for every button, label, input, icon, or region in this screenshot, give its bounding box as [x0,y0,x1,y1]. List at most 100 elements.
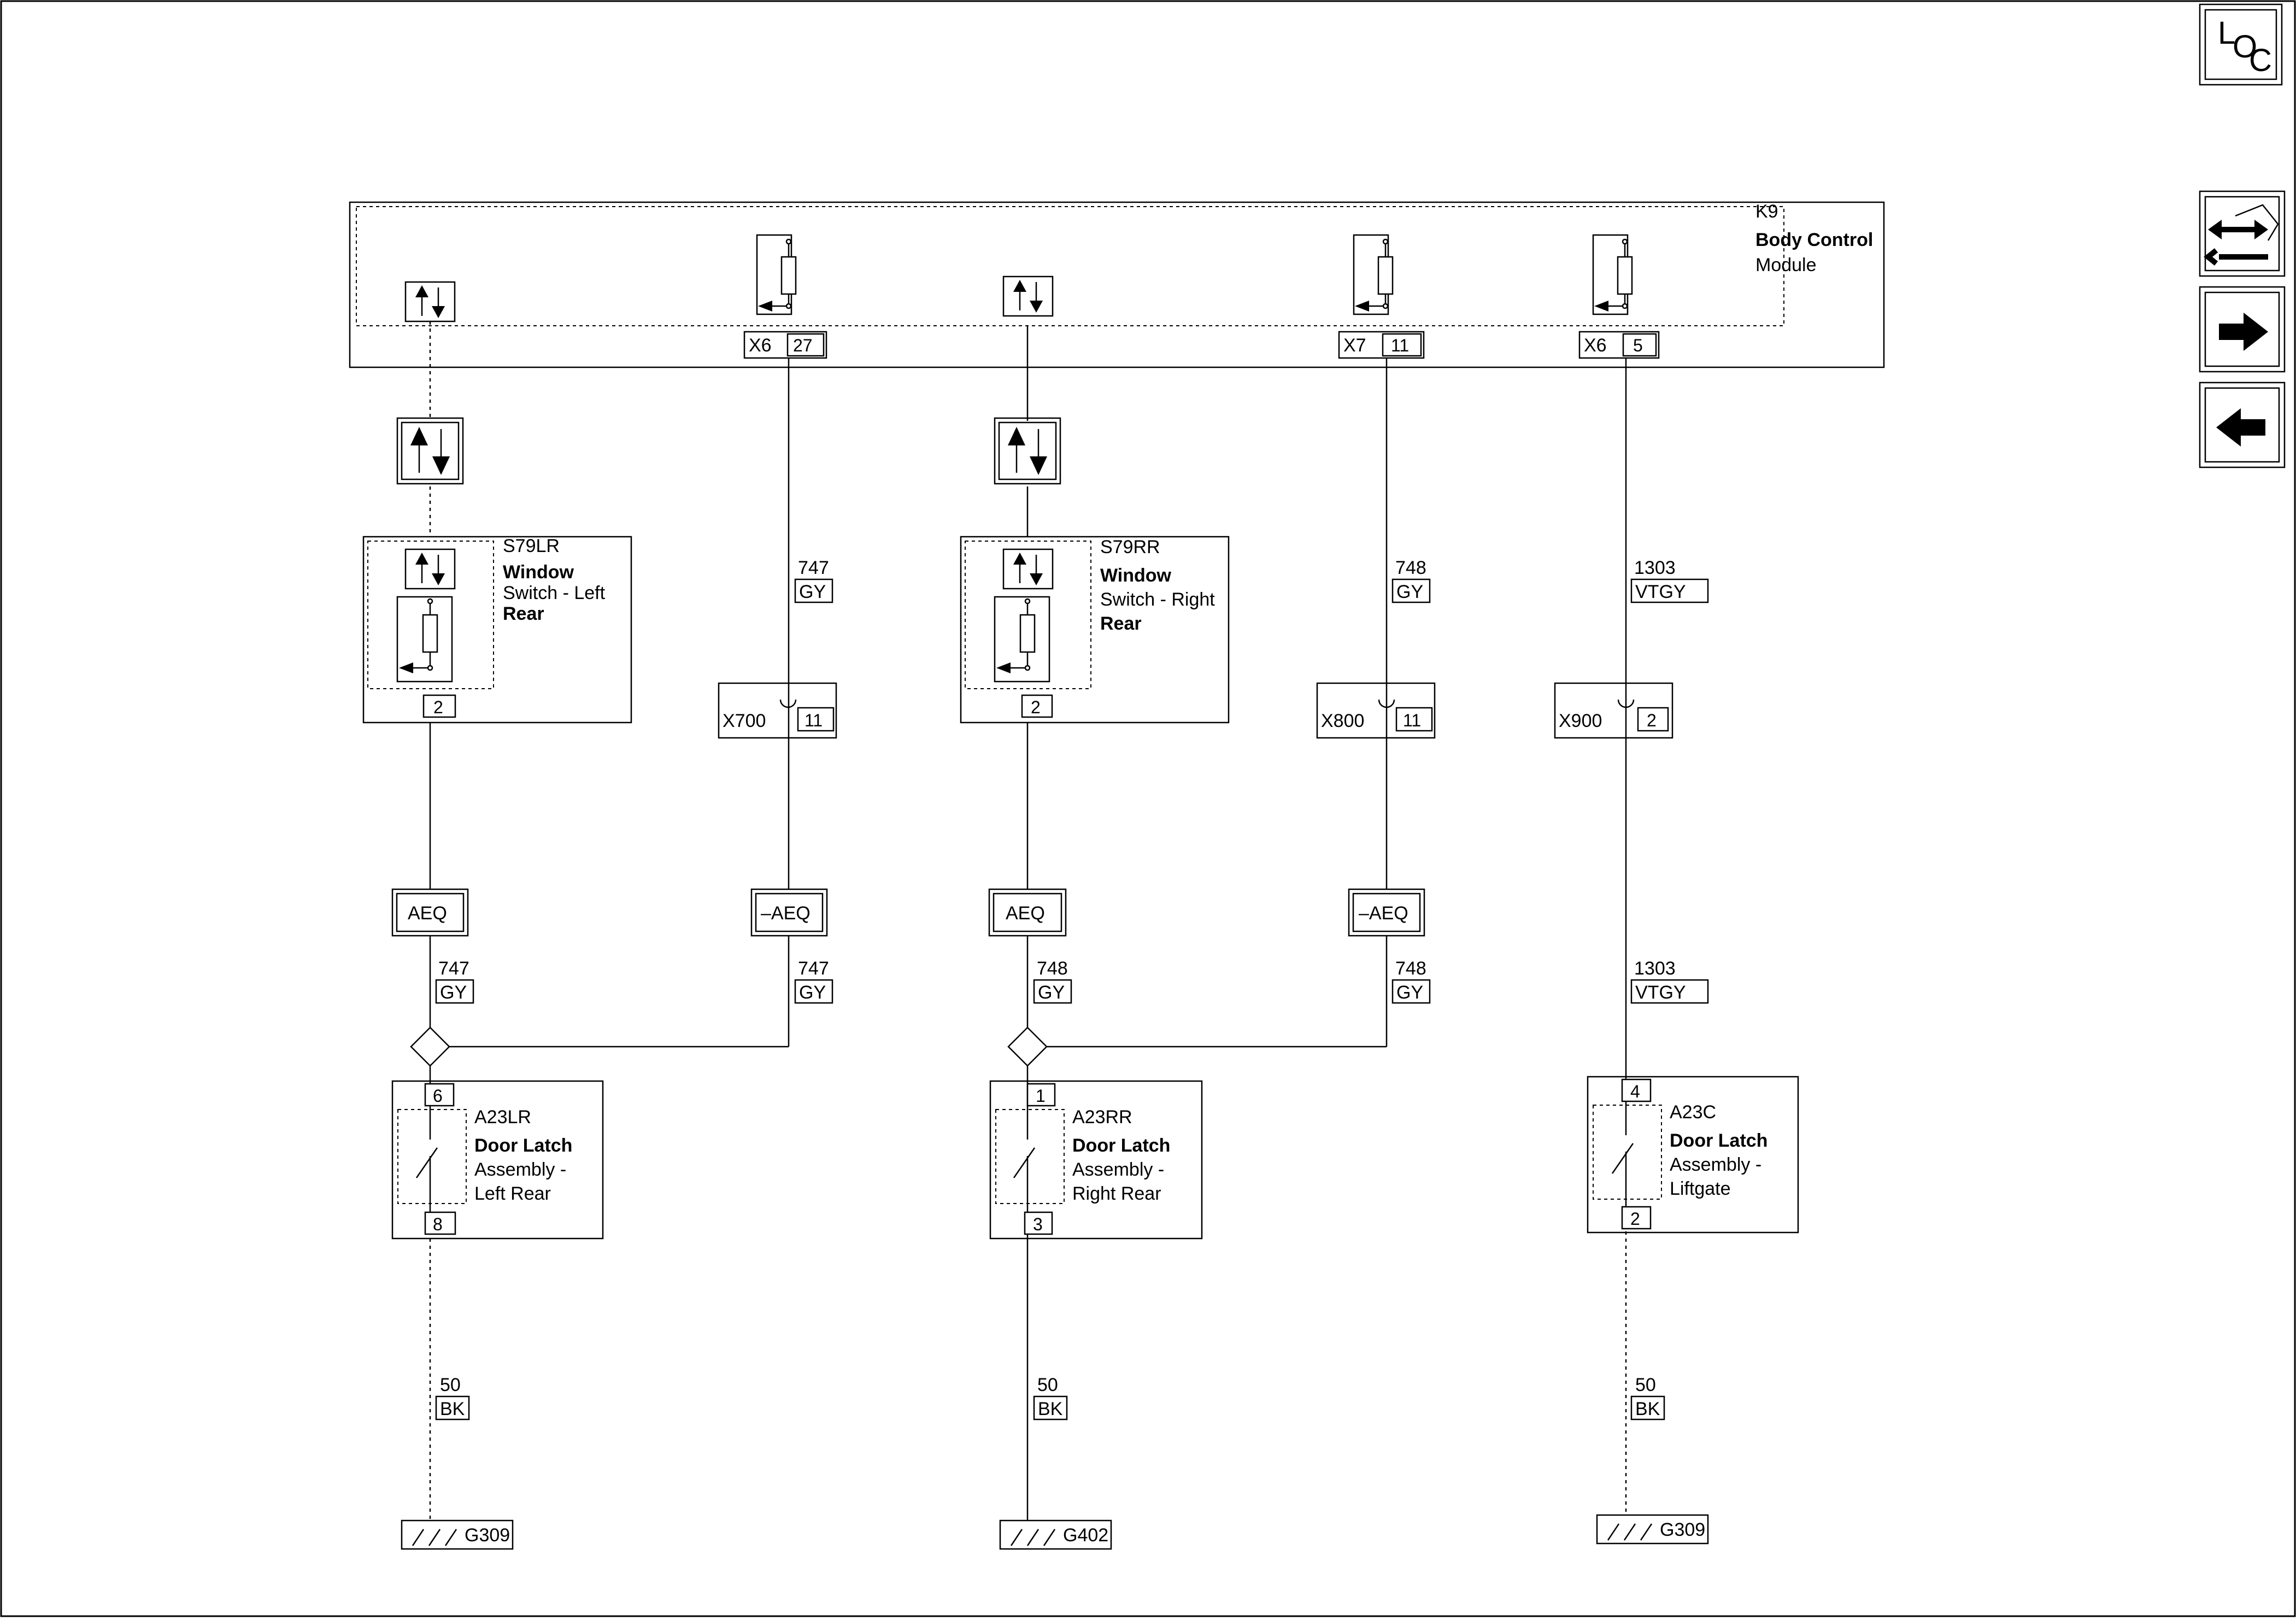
svg-text:1303: 1303 [1634,557,1676,578]
inline-connector-x700: X700 11 [718,682,837,739]
loc-letter-o: O [2233,29,2257,64]
svg-text:3: 3 [1033,1214,1043,1234]
svg-text:GY: GY [799,982,826,1003]
wire-label-50-right: 50 BK [1630,1375,1665,1421]
module-name-line1: Body Control [1755,230,1873,250]
inline-connector-x800: X800 11 [1316,682,1436,739]
svg-text:50: 50 [1635,1375,1656,1395]
svg-text:748: 748 [1395,557,1426,578]
svg-text:GY: GY [1038,982,1065,1003]
wire-label-747-upper: 747 GY [794,557,833,603]
wires [429,321,1627,1521]
svg-text:1303: 1303 [1634,958,1676,979]
serial-data-symbol-2 [994,417,1061,485]
svg-text:Switch - Left: Switch - Left [503,583,606,603]
svg-text:VTGY: VTGY [1635,582,1686,602]
svg-text:747: 747 [798,958,829,979]
next-page-button[interactable] [2199,286,2286,373]
option-box-not-aeq-2: –AEQ [1348,888,1425,937]
input-resistor-x6-27 [756,234,797,315]
arrow-left-icon [2216,408,2265,447]
svg-text:Door Latch: Door Latch [1670,1130,1767,1151]
svg-text:GY: GY [799,582,826,602]
svg-text:GY: GY [440,982,467,1003]
switch-ref: S79LR [503,536,560,556]
svg-text:Window: Window [503,562,574,583]
svg-text:50: 50 [1037,1375,1058,1395]
splice-right [1007,1026,1048,1067]
ground-g402: G402 [999,1519,1112,1550]
loc-letter-c: C [2249,43,2272,78]
svg-text:4: 4 [1630,1082,1640,1101]
serial-data-symbol-right [1002,275,1054,317]
svg-text:8: 8 [433,1214,443,1234]
input-resistor-x6-5 [1592,234,1633,315]
serial-data-symbol-1 [396,417,464,485]
svg-text:11: 11 [1403,711,1421,730]
svg-text:Liftgate: Liftgate [1670,1178,1731,1199]
serial-data-symbol-left [404,281,456,322]
svg-text:Left Rear: Left Rear [474,1183,551,1204]
ground-g309-right: G309 [1596,1514,1709,1545]
svg-text:Switch - Right: Switch - Right [1100,589,1215,610]
ground-g309-left: G309 [401,1519,514,1550]
svg-text:Right Rear: Right Rear [1072,1183,1161,1204]
svg-text:–AEQ: –AEQ [761,903,811,924]
wire-label-748-lower-right: 748 GY [1391,958,1431,1004]
wire-label-747-lower-right: 747 GY [794,958,833,1004]
svg-text:2: 2 [1647,711,1657,730]
svg-text:X7: X7 [1343,335,1366,356]
svg-text:50: 50 [440,1375,461,1395]
svg-text:6: 6 [433,1086,443,1106]
svg-text:BK: BK [1038,1399,1063,1419]
switch-pin: 2 [433,697,443,717]
window-switch-right-rear: S79RR Window Switch - Right Rear 2 [960,536,1230,724]
svg-text:Assembly -: Assembly - [474,1159,566,1180]
svg-text:A23RR: A23RR [1072,1107,1132,1128]
svg-text:748: 748 [1395,958,1426,979]
svg-text:X6: X6 [749,335,772,356]
connector-x6-5: X6 5 [1578,331,1660,359]
svg-text:AEQ: AEQ [408,903,447,924]
wire-label-1303-lower: 1303 VTGY [1630,958,1709,1004]
wire-label-748-upper: 748 GY [1391,557,1431,603]
door-latch-left-rear: 6 A23LR Door Latch Assembly - Left Rear … [391,1080,604,1240]
service-info-button[interactable] [2199,190,2286,277]
module-name-line2: Module [1755,255,1817,275]
loc-icon: L O C [2218,15,2272,78]
prev-page-button[interactable] [2199,381,2286,468]
svg-text:11: 11 [805,711,823,730]
body-control-module: K9 Body Control Module X6 27 X7 11 X6 5 [349,201,1885,368]
svg-text:Window: Window [1100,565,1172,586]
svg-text:Assembly -: Assembly - [1670,1154,1761,1175]
arrow-right-icon [2219,313,2268,351]
option-box-aeq-1: AEQ [391,888,469,937]
option-box-aeq-2: AEQ [988,888,1067,937]
svg-text:GY: GY [1396,582,1423,602]
wire-label-50-middle: 50 BK [1033,1375,1068,1421]
svg-text:A23LR: A23LR [474,1107,531,1128]
connector-x6-27: X6 27 [743,331,827,359]
svg-text:X800: X800 [1321,711,1364,731]
svg-text:GY: GY [1396,982,1423,1003]
svg-text:G309: G309 [465,1525,510,1546]
door-latch-liftgate: 4 A23C Door Latch Assembly - Liftgate 2 [1587,1076,1799,1234]
module-ref: K9 [1755,201,1778,222]
connector-x7-11: X7 11 [1338,331,1425,359]
svg-text:VTGY: VTGY [1635,982,1686,1003]
wire-label-748-lower-left: 748 GY [1033,958,1072,1004]
svg-text:X900: X900 [1559,711,1602,731]
wrench-arrows-icon [2203,204,2279,266]
loc-button[interactable]: L O C [2199,3,2283,86]
svg-text:BK: BK [1635,1399,1660,1419]
inline-connector-x900: X900 2 [1554,682,1673,739]
svg-text:–AEQ: –AEQ [1359,903,1408,924]
svg-text:747: 747 [798,557,829,578]
svg-text:A23C: A23C [1670,1102,1716,1123]
wire-label-747-lower-left: 747 GY [435,958,474,1004]
svg-text:BK: BK [440,1399,465,1419]
input-resistor-x7-11 [1353,234,1394,315]
door-latch-right-rear: 1 A23RR Door Latch Assembly - Right Rear… [989,1080,1203,1240]
